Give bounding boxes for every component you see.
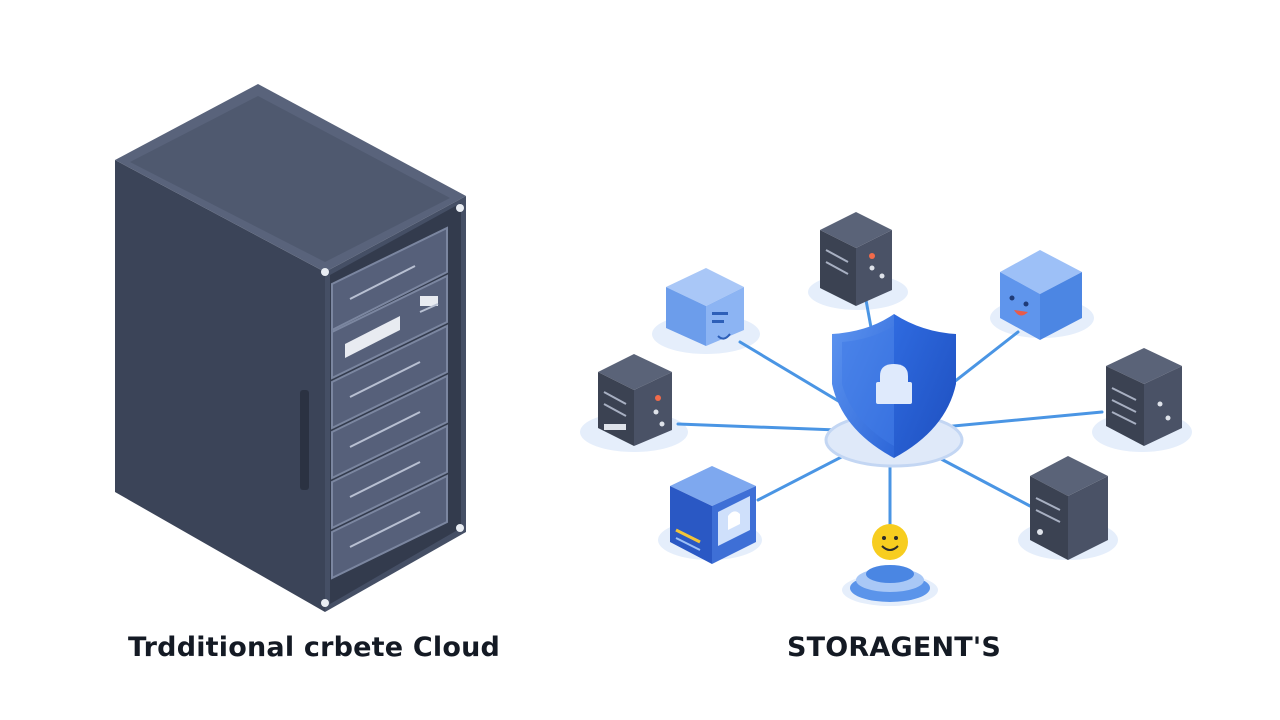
server-rack-icon bbox=[115, 84, 466, 612]
drive-bay bbox=[331, 324, 448, 430]
connected-node-icon bbox=[666, 268, 744, 346]
drive-bay bbox=[331, 374, 448, 480]
drive-bay bbox=[331, 274, 448, 380]
caption-traditional: Trdditional crbete Cloud bbox=[128, 632, 501, 663]
shield-lock-icon bbox=[832, 314, 956, 458]
beacon-node bbox=[850, 524, 930, 602]
drive-bay bbox=[331, 226, 448, 332]
connected-node-icon bbox=[670, 466, 756, 564]
server-node bbox=[1030, 456, 1108, 560]
connected-node-icon bbox=[1000, 250, 1082, 340]
server-node bbox=[598, 354, 672, 446]
drive-bay bbox=[331, 424, 448, 530]
drive-bay bbox=[331, 474, 448, 580]
network-diagram bbox=[580, 212, 1192, 606]
server-node bbox=[1106, 348, 1182, 446]
caption-storagents: STORAGENT'S bbox=[787, 632, 1002, 663]
server-node bbox=[820, 212, 892, 306]
